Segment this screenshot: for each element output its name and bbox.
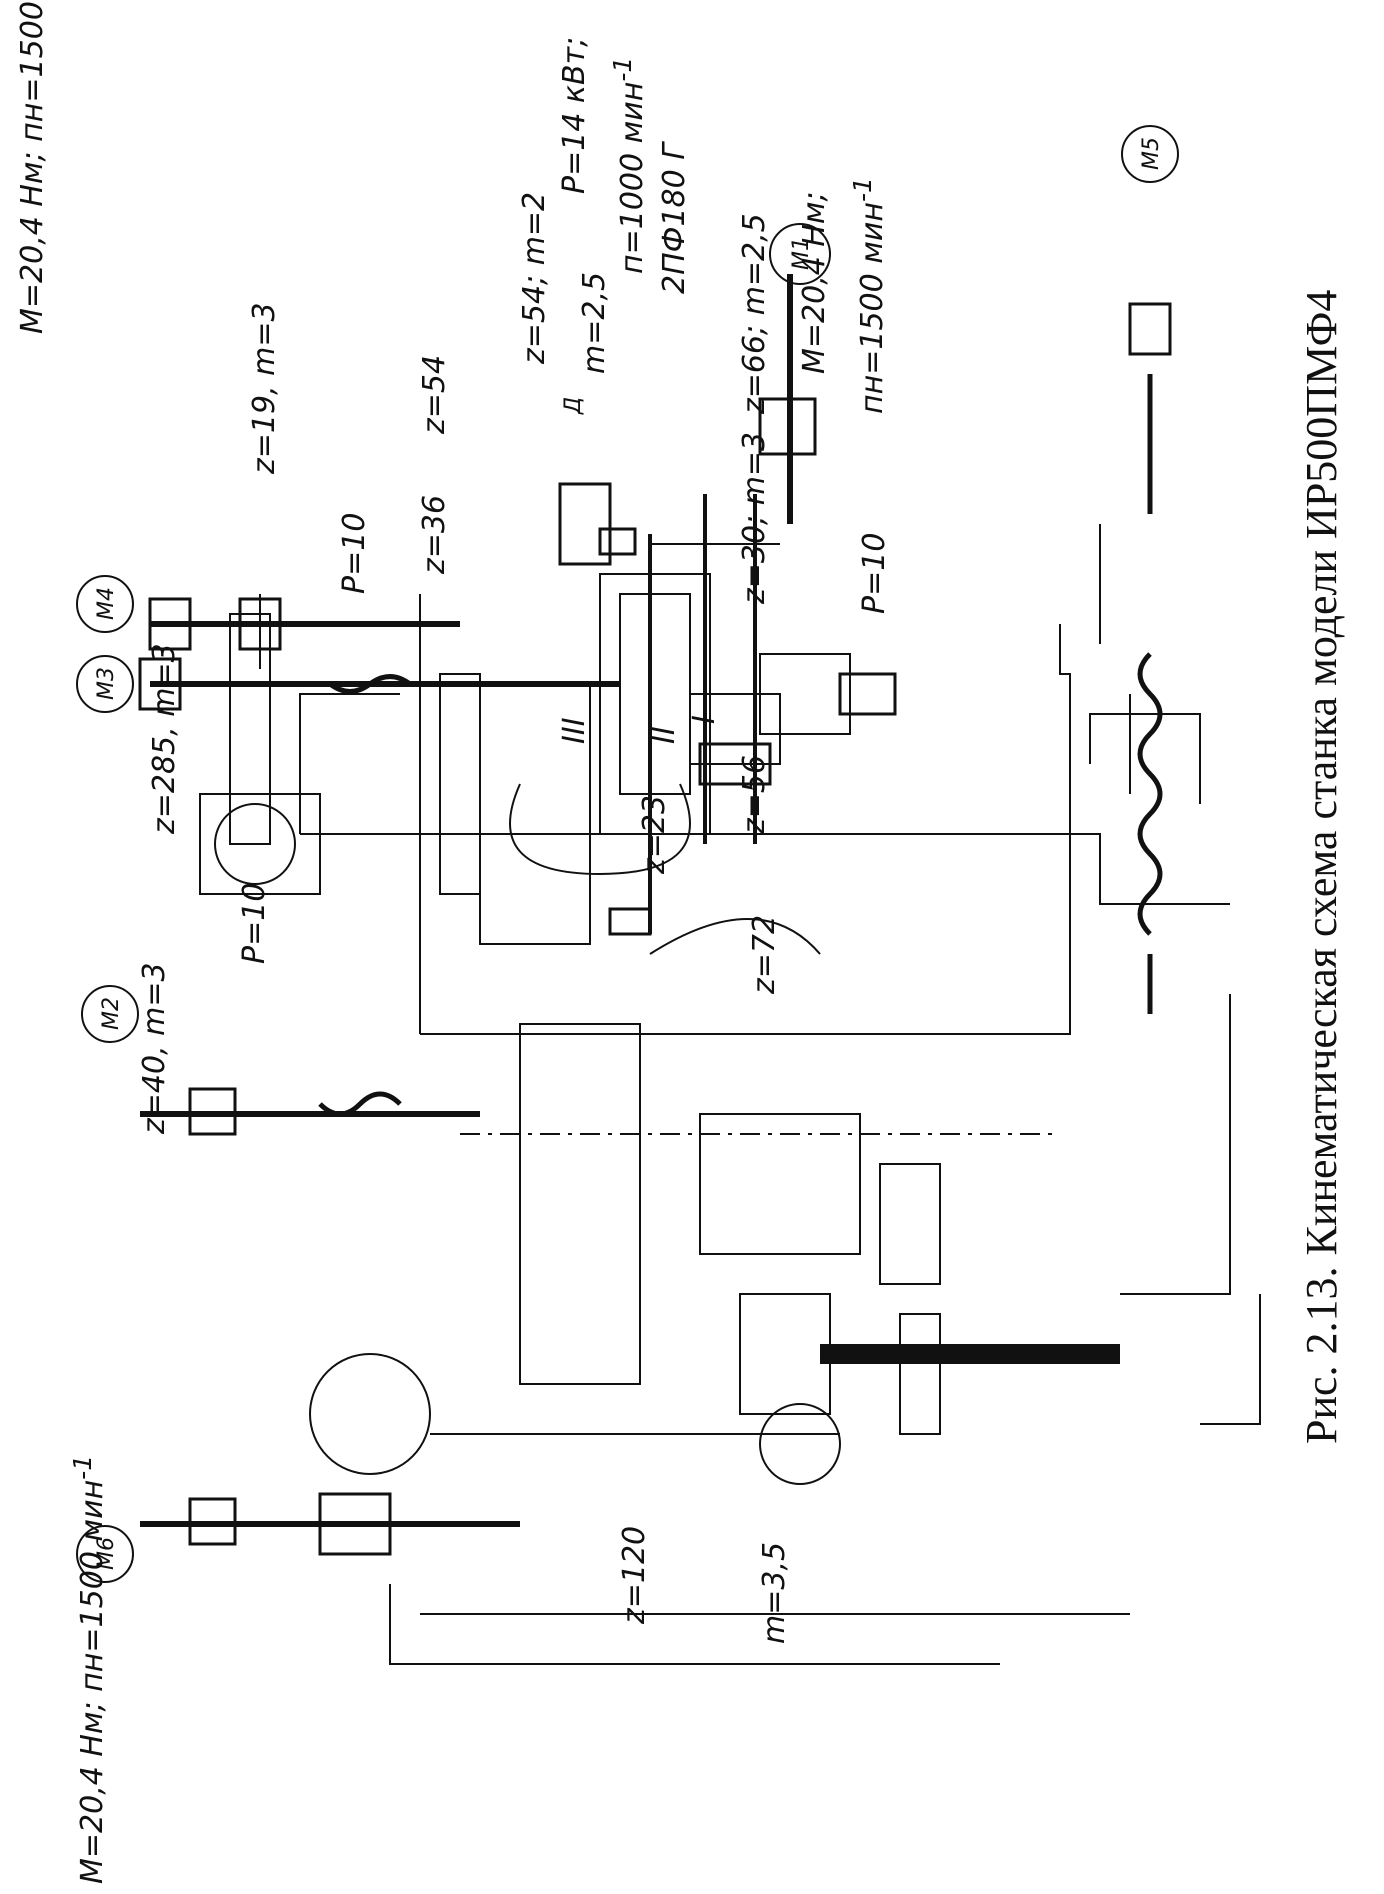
spindle-head-group: [138, 274, 1071, 1035]
label-z120: z=120: [617, 1525, 652, 1624]
motor-m5-label: М5: [1139, 137, 1164, 170]
motor-m2-icon: [81, 985, 139, 1043]
label-z285: z=285, m=3: [147, 643, 182, 834]
table-bed-group: [990, 302, 1261, 1425]
motor-m4-label: М4: [94, 587, 119, 620]
motor-m4-icon: [76, 575, 134, 633]
label-z30: z=30; m=3: [737, 431, 772, 604]
motor-m5-icon: [1121, 125, 1179, 183]
motor-m3-label: М3: [94, 667, 119, 700]
m6-spec: М=20,4 Нм; пн=1500 мин-1: [68, 1454, 110, 1884]
m1-power: Р=14 кВт;: [557, 36, 592, 194]
m5-torque: М=20,4 Нм;: [797, 191, 832, 374]
label-z54m2: z=54; m=2: [517, 191, 552, 364]
m1-speed: п=1000 мин-1: [608, 56, 650, 274]
label-z19: z=19, m=3: [247, 302, 282, 474]
label-z72: z=72: [747, 914, 782, 994]
label-z56: z=56: [737, 754, 772, 834]
m1-model: 2ПФ180 Г: [657, 143, 692, 294]
label-z40: z=40, m=3: [137, 962, 172, 1134]
label-p10-table: P=10: [857, 532, 892, 614]
shaft-label-iii: III: [557, 717, 592, 744]
label-z66: z=66; m=2,5: [737, 213, 772, 414]
figure-caption: Рис. 2.13. Кинематическая схема станка м…: [1297, 289, 1346, 1444]
motor-m1-label: М1: [789, 237, 814, 270]
motor-m1-icon: [769, 223, 831, 285]
label-z54: z=54: [417, 354, 452, 434]
shaft-label-i: I: [687, 715, 722, 724]
label-z23: z=23: [637, 794, 672, 874]
label-m35: m=3,5: [757, 1541, 792, 1644]
m5-speed: пн=1500 мин-1: [848, 177, 890, 414]
rotary-table-group: [420, 918, 1130, 1615]
sensor-label: Д: [561, 397, 586, 415]
label-p10-rotary: P=10: [237, 882, 272, 964]
shaft-label-ii: II: [647, 726, 682, 744]
motor-m6-label: М6: [94, 1537, 119, 1570]
m3-m4-spec: М=20,4 Нм; пн=1500 мин-1: [15, 0, 50, 334]
label-m25: m=2,5: [577, 271, 612, 374]
motor-m2-label: М2: [99, 997, 124, 1030]
motor-m3-icon: [76, 655, 134, 713]
label-z36: z=36: [417, 494, 452, 574]
motors: [76, 125, 1179, 1583]
m2-m6-drive-group: [140, 1087, 1000, 1665]
label-p10-vertical: P=10: [337, 512, 372, 594]
motor-m6-icon: [76, 1525, 134, 1583]
